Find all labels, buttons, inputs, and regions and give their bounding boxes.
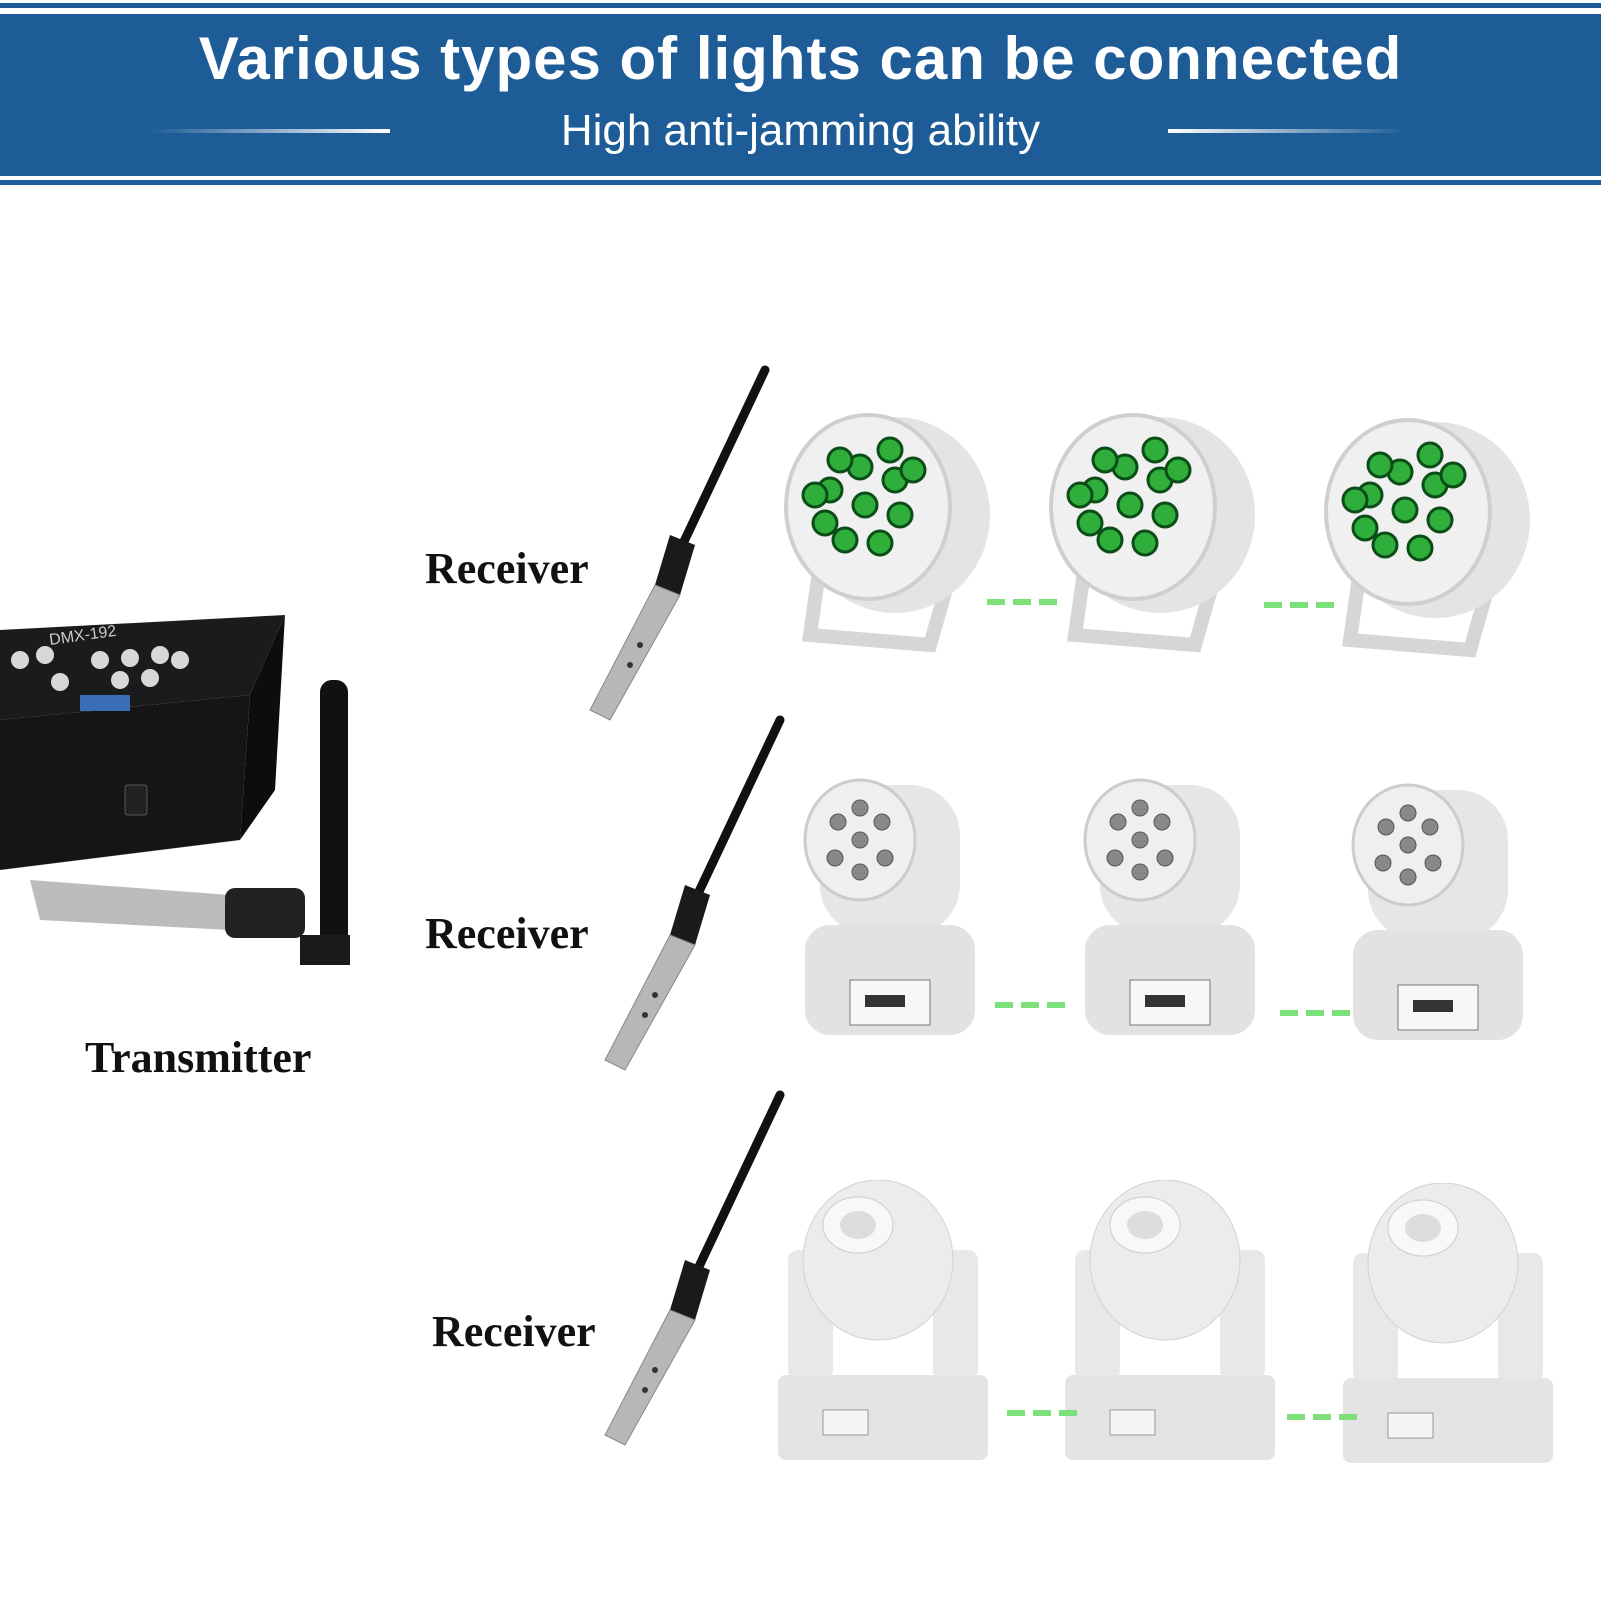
link-dashes-6	[1287, 1414, 1363, 1420]
link-dashes-4	[1280, 1010, 1356, 1016]
moving-head-spot-3	[1343, 1183, 1553, 1463]
link-dashes-3	[995, 1002, 1071, 1008]
link-dashes-2	[1264, 602, 1340, 608]
decorative-line-right	[1168, 129, 1408, 133]
header-top-line	[0, 3, 1601, 8]
header-bottom-line	[0, 180, 1601, 185]
moving-head-spot-2	[1065, 1180, 1275, 1460]
par-light-3	[1324, 418, 1530, 658]
par-light-1	[784, 413, 990, 653]
moving-head-wash-2	[1083, 778, 1255, 1035]
wireless-receiver-2	[604, 715, 785, 1071]
par-light-2	[1049, 413, 1255, 653]
decorative-line-left	[150, 129, 390, 133]
receiver-label-3: Receiver	[432, 1307, 596, 1356]
link-dashes-1	[987, 599, 1063, 605]
receiver-label-2: Receiver	[425, 909, 589, 958]
page-subtitle: High anti-jamming ability	[560, 106, 1041, 155]
moving-head-wash-1	[803, 778, 975, 1035]
header-banner	[0, 14, 1601, 176]
page-title: Various types of lights can be connected	[198, 25, 1403, 92]
moving-head-spot-1	[778, 1180, 988, 1460]
receiver-label-1: Receiver	[425, 544, 589, 593]
wireless-receiver-3	[604, 1090, 785, 1446]
moving-head-wash-3	[1351, 783, 1523, 1040]
link-dashes-5	[1007, 1410, 1083, 1416]
wireless-receiver-1	[589, 365, 770, 721]
dmx-controller-image: DMX-192	[0, 615, 350, 965]
transmitter-label: Transmitter	[85, 1033, 312, 1082]
